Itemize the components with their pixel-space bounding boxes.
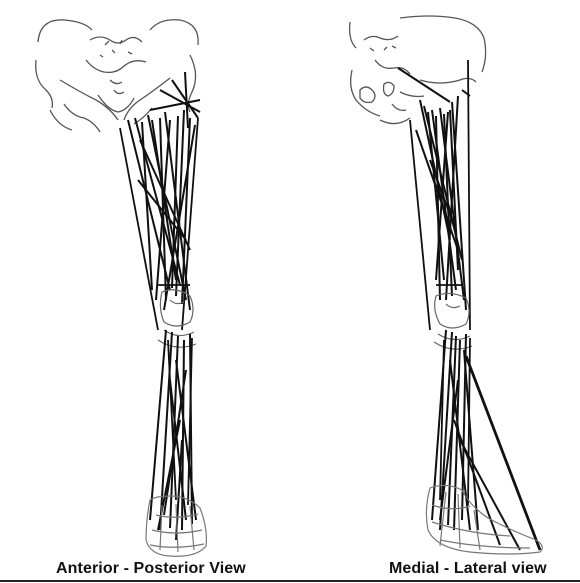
medial-lateral-view-caption: Medial - Lateral view: [389, 560, 547, 578]
anterior-posterior-leg-model: [36, 20, 207, 557]
anterior-pelvis-outline: [36, 20, 198, 132]
anterior-posterior-view-caption: Anterior - Posterior View: [56, 560, 246, 578]
medial-lateral-leg-model: [350, 16, 543, 554]
bottom-border-line: [0, 580, 580, 582]
lateral-pelvis-outline: [350, 16, 486, 124]
lateral-thigh-muscle-lines: [398, 68, 470, 310]
